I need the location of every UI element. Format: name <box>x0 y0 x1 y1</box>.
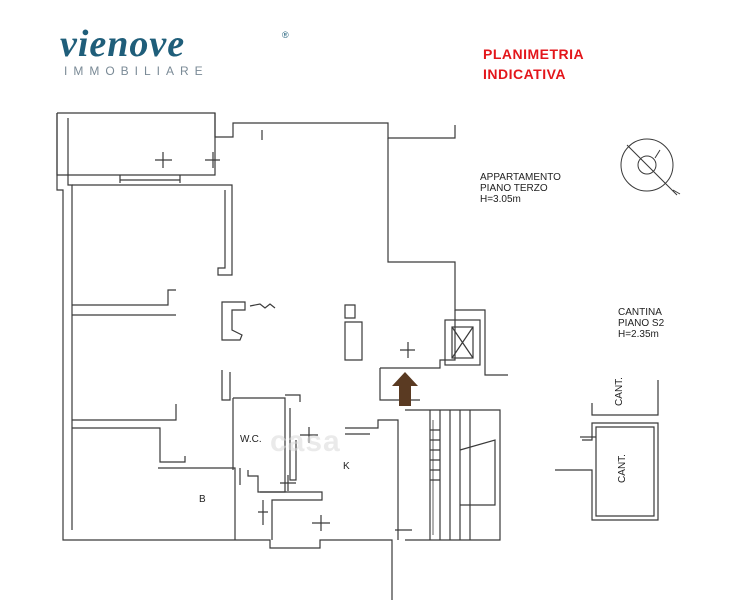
closet <box>221 301 246 341</box>
note-line-2: INDICATIVA <box>483 66 567 82</box>
staircase <box>405 409 501 541</box>
outer-wall <box>57 112 456 139</box>
room-label-wc: W.C. <box>240 434 262 445</box>
entrance-arrow-icon <box>392 372 418 406</box>
north-compass-icon <box>620 138 681 196</box>
room-label-cant-upper: CANT. <box>613 377 625 406</box>
cellar-label: CANTINA PIANO S2 H=2.35m <box>618 307 664 340</box>
watermark: casa <box>270 425 341 458</box>
apartment-line-3: H=3.05m <box>480 194 521 205</box>
wc-wall <box>232 397 286 493</box>
bathroom-wall <box>158 467 236 540</box>
indicative-plan-note: PLANIMETRIA INDICATIVA <box>483 44 584 84</box>
apartment-line-1: APPARTAMENTO <box>480 172 561 183</box>
logo-subtitle: IMMOBILIARE <box>64 64 209 78</box>
cellar-outline-lower <box>555 422 659 521</box>
inner-wall-left <box>67 118 73 530</box>
apartment-line-2: PIANO TERZO <box>480 183 548 194</box>
logo-wordmark: vienove <box>60 23 186 65</box>
bedroom-1-wall <box>72 184 233 276</box>
bedroom-3-wall <box>72 427 186 463</box>
balcony-top <box>56 113 216 176</box>
room-label-cant-lower: CANT. <box>616 454 628 483</box>
note-line-1: PLANIMETRIA <box>483 46 585 62</box>
outer-wall-left <box>56 113 393 600</box>
company-logo: vienove ® IMMOBILIARE <box>60 23 300 78</box>
elevator-shaft <box>444 319 481 366</box>
logo-registered-mark: ® <box>282 30 289 40</box>
cellar-line-1: CANTINA <box>618 307 662 318</box>
kitchen-wall <box>345 419 399 540</box>
cellar-line-2: PIANO S2 <box>618 318 665 329</box>
elevator-icon <box>451 326 474 359</box>
room-label-kitchen: K <box>343 461 350 472</box>
cellar-outline-upper <box>591 380 659 416</box>
room-label-bathroom: B <box>199 494 206 505</box>
apartment-label: APPARTAMENTO PIANO TERZO H=3.05m <box>480 172 561 205</box>
cellar-line-3: H=2.35m <box>618 329 659 340</box>
